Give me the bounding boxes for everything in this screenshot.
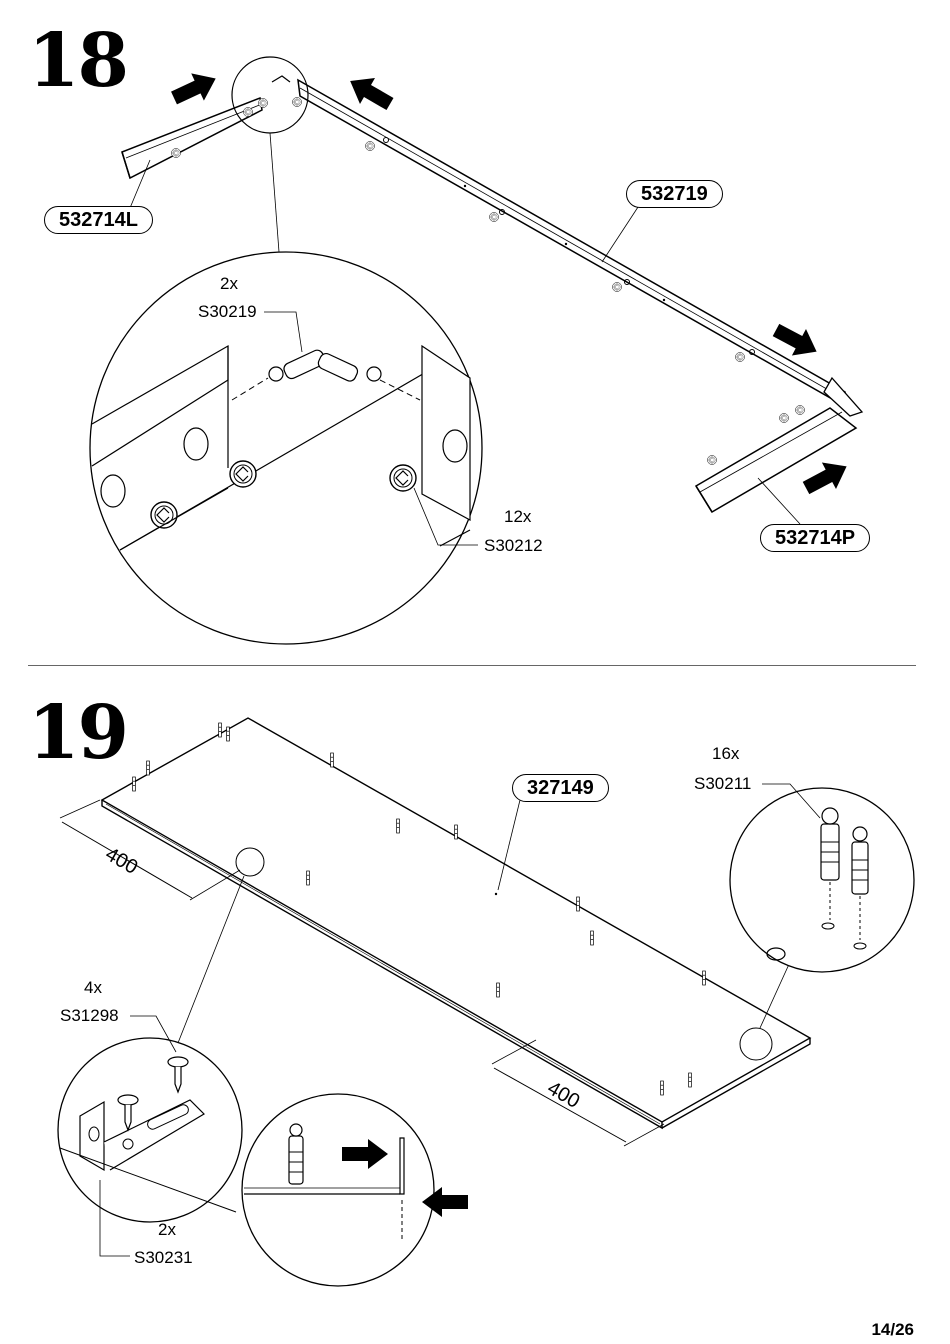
cam-fitting (171, 148, 181, 158)
dowel-detail-circle (729, 783, 915, 973)
dowel-code: S30211 (694, 774, 752, 793)
insert-detail-circle (241, 1093, 468, 1287)
connector-code: S30219 (198, 302, 257, 321)
section-divider (28, 665, 916, 666)
step-number: 19 (28, 690, 129, 776)
step18-rails (121, 56, 864, 525)
part-label-panel: 327149 (512, 774, 609, 802)
push-arrow-icon (798, 453, 854, 502)
screw-qty: 4x (84, 978, 102, 997)
cam-code: S30212 (484, 536, 543, 555)
part-label-long-rail: 532719 (626, 180, 723, 208)
connector-bolt (268, 349, 382, 382)
step18-detail-circle (89, 251, 483, 645)
dowel-qty: 16x (712, 744, 740, 763)
bracket-code: S30231 (134, 1248, 193, 1267)
screw-code: S31298 (60, 1006, 119, 1025)
cam-qty: 12x (504, 507, 532, 526)
step-number: 18 (28, 18, 129, 104)
push-arrow-icon (167, 64, 223, 112)
bracket-detail-circle (57, 1015, 243, 1257)
bracket-qty: 2x (158, 1220, 176, 1239)
part-label-right-rail: 532714P (760, 524, 871, 552)
part-label-left-rail: 532714L (44, 206, 153, 234)
step19-panel (59, 717, 812, 1147)
page-number: 14/26 (871, 1320, 914, 1339)
connector-qty: 2x (220, 274, 238, 293)
